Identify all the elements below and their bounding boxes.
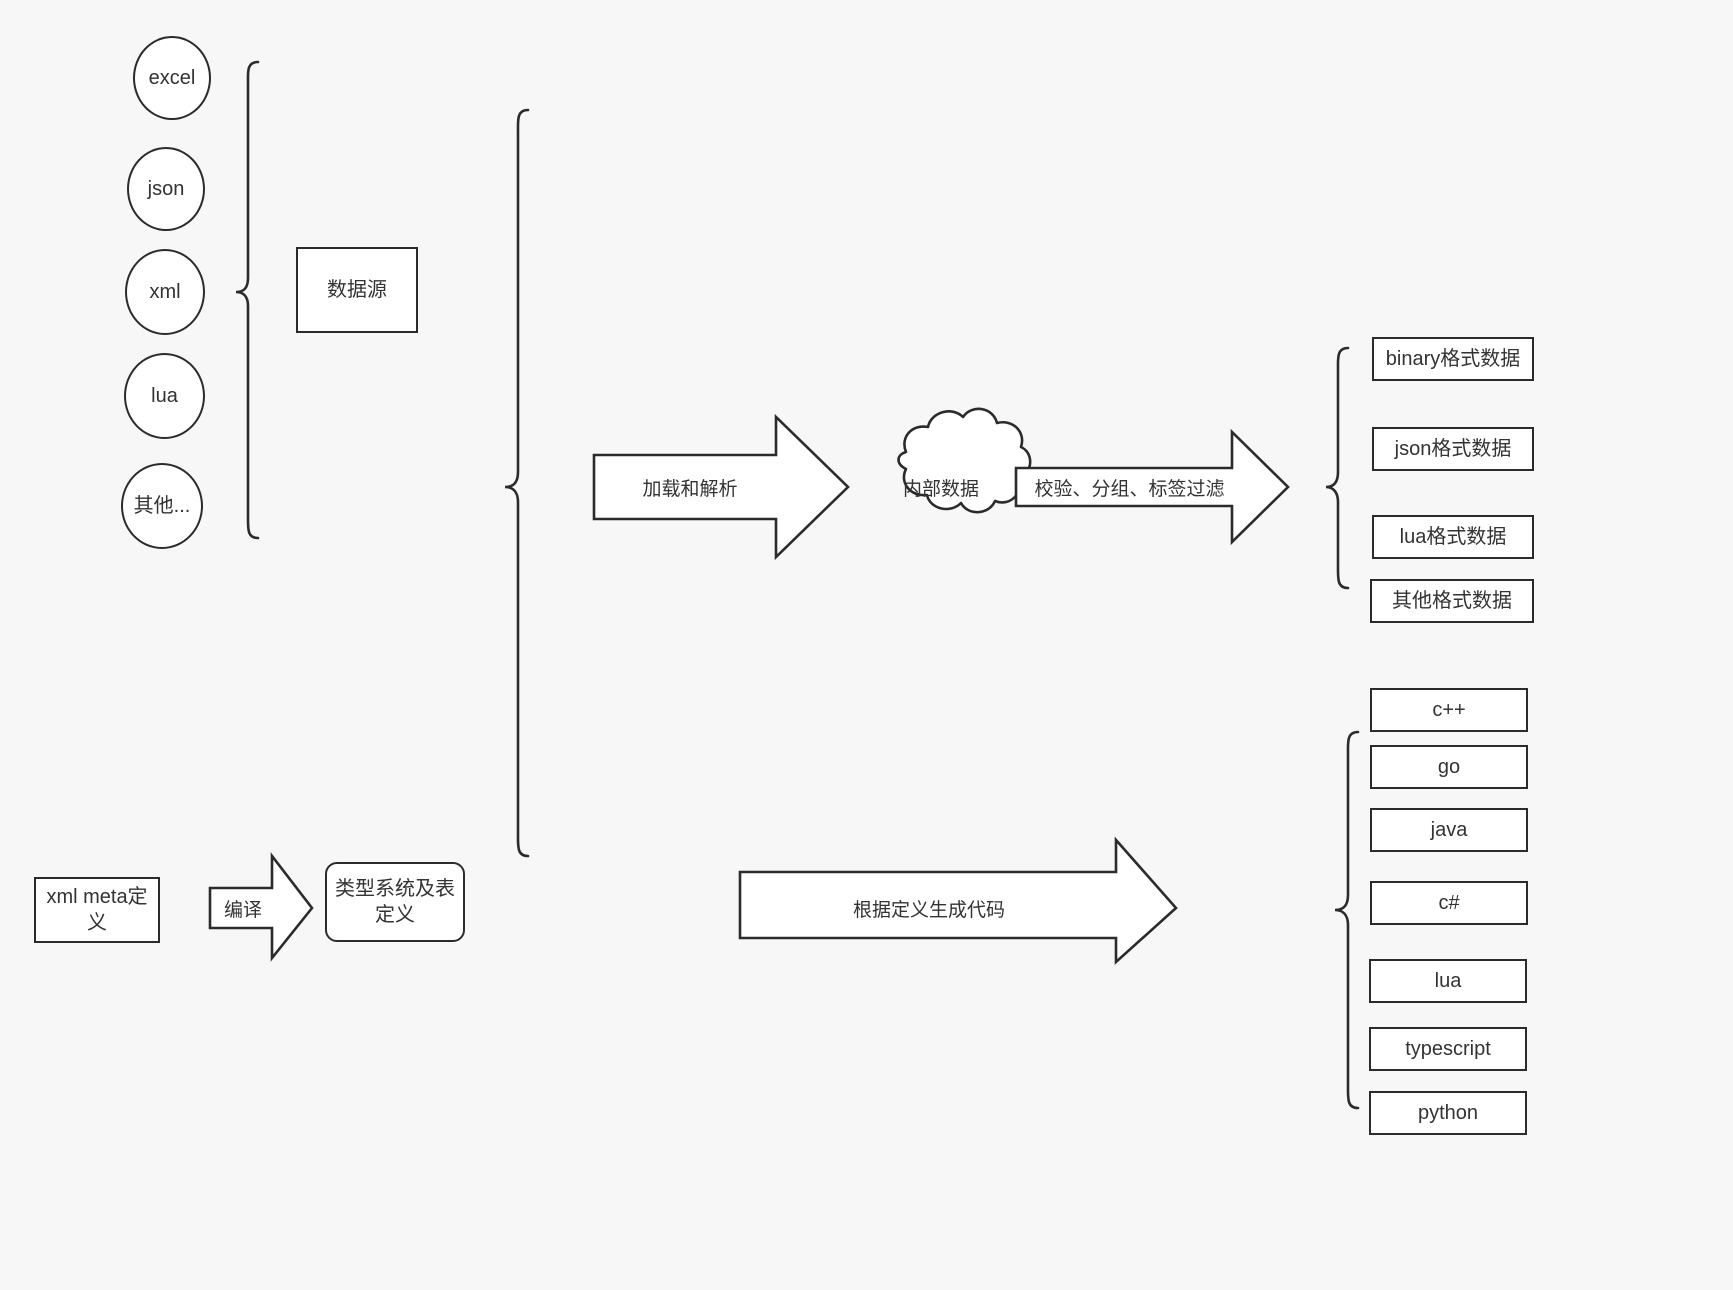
compile-arrow [208,852,314,962]
xml-meta-box[interactable]: xml meta定义 [34,877,160,943]
source-node-excel[interactable]: excel [133,36,211,120]
output-language-label: c++ [1432,699,1466,721]
output-language-label: python [1417,1102,1479,1124]
output-language-lua[interactable]: lua [1369,959,1527,1003]
source-node-xml[interactable]: xml [125,249,205,335]
output-language-java[interactable]: java [1370,808,1528,852]
output-language-label: typescript [1405,1038,1491,1060]
source-label: excel [148,66,196,89]
source-label: 其他... [133,494,191,517]
output-language-typescript[interactable]: typescript [1369,1027,1527,1071]
output-language-label: go [1437,756,1461,778]
source-label: xml [149,280,181,303]
output-language-python[interactable]: python [1369,1091,1527,1135]
source-node-lua[interactable]: lua [124,353,205,439]
sources-brace [235,60,260,540]
internal-data-cloud [897,407,1032,514]
output-language-label: java [1430,819,1468,841]
load-parse-arrow [592,413,850,561]
output-language-go[interactable]: go [1370,745,1528,789]
inputs-brace [504,108,530,858]
source-node-other[interactable]: 其他... [121,463,203,549]
type-system-box[interactable]: 类型系统及表 定义 [325,862,465,942]
output-format-label: binary格式数据 [1385,348,1521,370]
data-source-box[interactable]: 数据源 [296,247,418,333]
output-format-lua[interactable]: lua格式数据 [1372,515,1534,559]
codegen-arrow [738,836,1178,965]
languages-brace [1334,730,1360,1110]
source-label: json [147,177,185,200]
type-system-label-line1: 类型系统及表 [335,878,455,900]
output-language-cpp[interactable]: c++ [1370,688,1528,732]
data-source-label: 数据源 [327,279,387,301]
data-formats-brace [1325,346,1350,590]
output-language-csharp[interactable]: c# [1370,881,1528,925]
source-label: lua [151,384,178,407]
output-format-label: json格式数据 [1394,438,1512,460]
source-node-json[interactable]: json [127,147,205,231]
validate-group-filter-arrow [1014,428,1290,546]
output-format-other[interactable]: 其他格式数据 [1370,579,1534,623]
xml-meta-label: xml meta定义 [46,886,148,934]
output-format-label: 其他格式数据 [1392,590,1512,612]
output-format-label: lua格式数据 [1399,526,1507,548]
output-language-label: c# [1438,892,1460,914]
output-format-json[interactable]: json格式数据 [1372,427,1534,471]
output-language-label: lua [1434,970,1462,992]
type-system-label-line2: 定义 [375,904,415,926]
output-format-binary[interactable]: binary格式数据 [1372,337,1534,381]
